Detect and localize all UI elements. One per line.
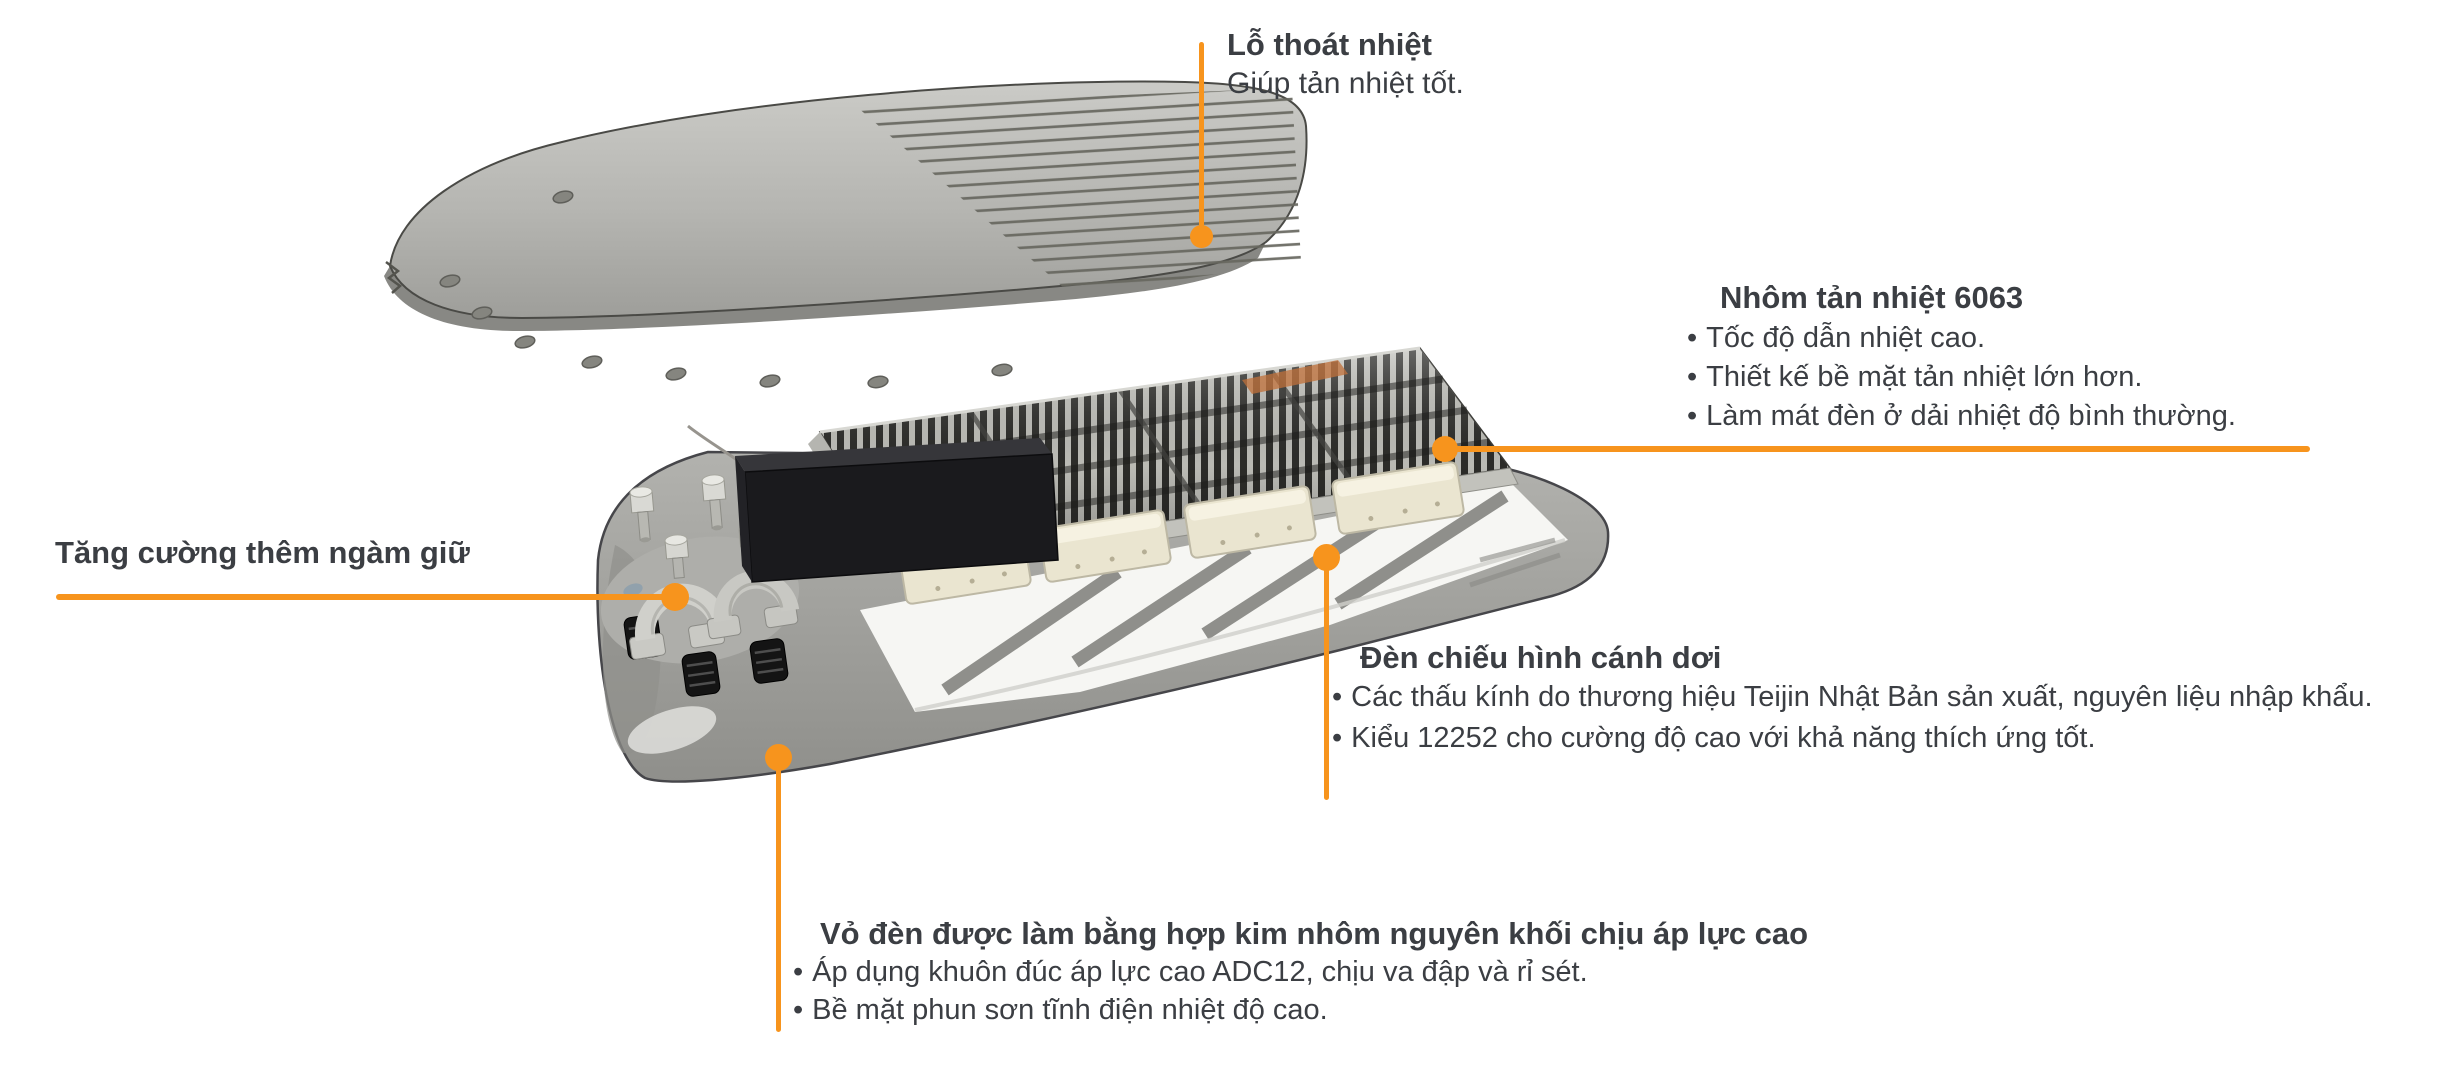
lens-leader-line — [1324, 556, 1329, 800]
vent-leader-line — [1199, 42, 1204, 236]
bullet-marker: • — [1687, 361, 1698, 393]
callout-lens: Đèn chiếu hình cánh dơi •Các thấu kính d… — [1332, 639, 2432, 759]
callout-vent-title: Lỗ thoát nhiệt — [1227, 27, 1432, 62]
bullet-marker: • — [1687, 322, 1698, 354]
bullet-item: •Tốc độ dẫn nhiệt cao. — [1687, 319, 2450, 358]
bullet-item: •Các thấu kính do thương hiệu Teijin Nhậ… — [1332, 677, 2432, 718]
bullet-text: Kiểu 12252 cho cường độ cao với khả năng… — [1351, 722, 2096, 754]
housing-leader-line — [776, 756, 781, 1032]
bullet-text: Làm mát đèn ở dải nhiệt độ bình thường. — [1706, 400, 2236, 432]
bullet-marker: • — [793, 956, 804, 988]
bullet-item: •Kiểu 12252 cho cường độ cao với khả năn… — [1332, 718, 2432, 759]
lens-leader-dot — [1313, 544, 1340, 571]
vent-slots — [856, 88, 1301, 295]
clamp-leader-dot — [661, 583, 689, 611]
callout-heatsink: Nhôm tản nhiệt 6063 •Tốc độ dẫn nhiệt ca… — [1687, 279, 2450, 436]
callout-housing-title: Vỏ đèn được làm bằng hợp kim nhôm nguyên… — [820, 916, 1809, 951]
bullet-marker: • — [1687, 400, 1698, 432]
clamp-leader-line — [56, 594, 672, 600]
callout-heatsink-title: Nhôm tản nhiệt 6063 — [1720, 280, 2024, 315]
bullet-text: Áp dụng khuôn đúc áp lực cao ADC12, chịu… — [812, 956, 1588, 988]
heatsink-leader-dot — [1432, 436, 1458, 462]
bullet-item: •Bề mặt phun sơn tĩnh điện nhiệt độ cao. — [793, 991, 1933, 1029]
bullet-item: •Áp dụng khuôn đúc áp lực cao ADC12, chị… — [793, 953, 1933, 991]
bullet-item: •Thiết kế bề mặt tản nhiệt lớn hơn. — [1687, 358, 2450, 397]
callout-lens-title: Đèn chiếu hình cánh dơi — [1360, 640, 1722, 675]
bullet-text: Tốc độ dẫn nhiệt cao. — [1706, 322, 1986, 354]
heatsink-leader-line — [1441, 446, 2310, 452]
housing-frame-bars — [941, 490, 1509, 696]
bullet-text: Các thấu kính do thương hiệu Teijin Nhật… — [1351, 681, 2373, 713]
callout-clamp: Tăng cường thêm ngàm giữ — [55, 534, 470, 572]
vent-leader-dot — [1190, 225, 1213, 248]
callout-clamp-title: Tăng cường thêm ngàm giữ — [55, 535, 470, 570]
bullet-item: •Làm mát đèn ở dải nhiệt độ bình thường. — [1687, 397, 2450, 436]
callout-vent: Lỗ thoát nhiệt Giúp tản nhiệt tốt. — [1227, 26, 1464, 104]
driver-box — [687, 424, 1059, 583]
bullet-text: Bề mặt phun sơn tĩnh điện nhiệt độ cao. — [812, 994, 1328, 1026]
bullet-text: Thiết kế bề mặt tản nhiệt lớn hơn. — [1706, 361, 2143, 393]
housing-leader-dot — [765, 744, 792, 771]
bullet-marker: • — [1332, 681, 1343, 713]
callout-housing: Vỏ đèn được làm bằng hợp kim nhôm nguyên… — [793, 915, 1933, 1029]
top-cover — [384, 80, 1308, 389]
callout-vent-desc: Giúp tản nhiệt tốt. — [1227, 67, 1464, 100]
cover-screw-holes — [439, 190, 1013, 389]
bullet-marker: • — [793, 994, 804, 1026]
bullet-marker: • — [1332, 722, 1343, 754]
